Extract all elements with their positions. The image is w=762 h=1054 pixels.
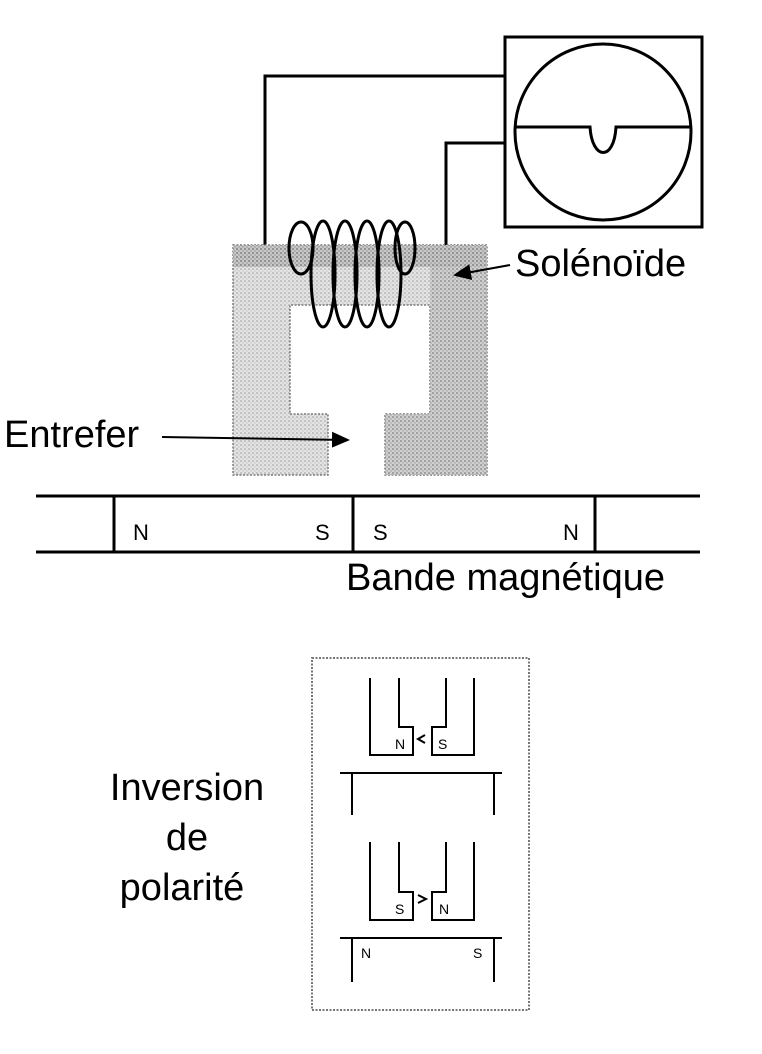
solenoid-label: Solénoïde bbox=[515, 243, 686, 285]
core-right-pole-shading bbox=[385, 414, 430, 475]
tape-pole-label: N bbox=[133, 520, 149, 545]
oscilloscope-frame bbox=[503, 35, 704, 229]
solenoid-arrow bbox=[453, 264, 511, 281]
wires bbox=[263, 74, 505, 245]
core-right-shading bbox=[430, 267, 487, 475]
inset-pole-label: S bbox=[395, 901, 404, 917]
oscilloscope-screen bbox=[513, 42, 693, 222]
inset-pole-label: N bbox=[439, 901, 449, 917]
tape-pole-label: N bbox=[563, 520, 579, 545]
inset-pole-label: S bbox=[473, 945, 482, 961]
tape-pole-label: S bbox=[315, 520, 330, 545]
inset-top-tape bbox=[340, 772, 502, 815]
field-arrow bbox=[417, 894, 429, 904]
inset-top-head: N S bbox=[369, 678, 475, 756]
solenoid-coil bbox=[287, 219, 417, 329]
tape-label: Bande magnétique bbox=[346, 557, 665, 599]
caption-line: Inversion bbox=[110, 767, 264, 809]
inset-pole-label: S bbox=[438, 736, 447, 752]
oscilloscope-trace bbox=[516, 125, 690, 154]
wire-right bbox=[444, 141, 505, 245]
wire-left bbox=[263, 74, 505, 245]
core-top-shading bbox=[233, 245, 487, 267]
polarity-inversion-caption: Inversion de polarité bbox=[110, 767, 264, 909]
polarity-inversion-inset: N S S N N S bbox=[311, 657, 530, 1011]
inset-pole-label: N bbox=[361, 945, 371, 961]
gap-annotation: Entrefer bbox=[4, 414, 350, 456]
magnetic-tape: N S S N Bande magnétique bbox=[36, 494, 700, 599]
magnetic-head-core bbox=[232, 244, 488, 476]
caption-line: polarité bbox=[120, 867, 245, 909]
oscilloscope bbox=[503, 35, 704, 229]
inset-frame bbox=[311, 657, 530, 1011]
caption-line: de bbox=[166, 817, 208, 859]
field-arrow bbox=[415, 734, 426, 744]
inset-bottom-head: S N bbox=[369, 842, 475, 921]
tape-pole-label: S bbox=[373, 520, 388, 545]
gap-arrow bbox=[161, 431, 350, 448]
inset-bottom-tape: N S bbox=[340, 937, 502, 982]
solenoid-annotation: Solénoïde bbox=[453, 243, 686, 285]
inset-pole-label: N bbox=[395, 736, 405, 752]
gap-label: Entrefer bbox=[4, 414, 140, 456]
